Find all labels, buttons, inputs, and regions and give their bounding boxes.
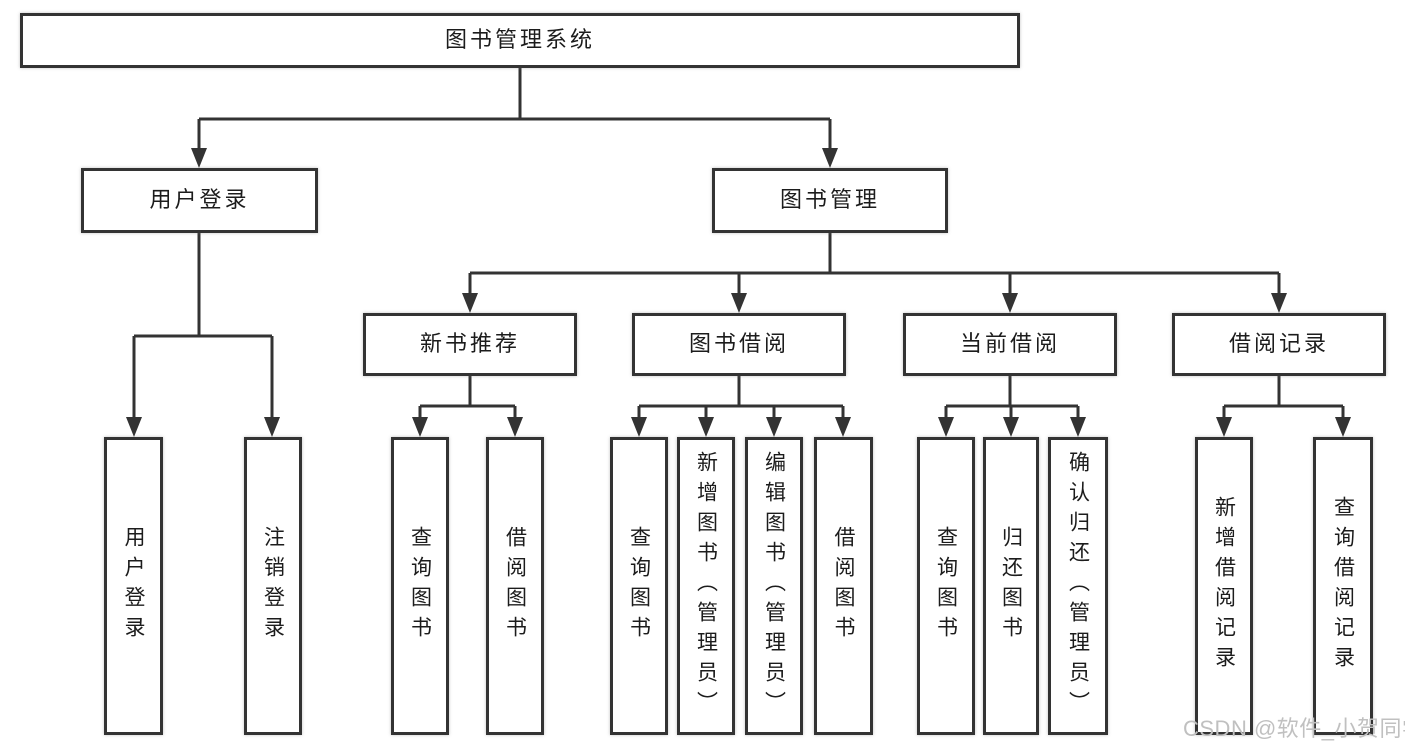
node-leaf-query-books-recommend: 查询图书	[391, 437, 449, 735]
node-book-management: 图书管理	[712, 168, 948, 233]
node-leaf-edit-book-admin: 编辑图书（管理员）	[745, 437, 803, 735]
node-leaf-query-borrow-record: 查询借阅记录	[1313, 437, 1373, 735]
node-user-login-branch: 用户登录	[81, 168, 318, 233]
node-leaf-user-login: 用户登录	[104, 437, 163, 735]
node-leaf-logout: 注销登录	[244, 437, 302, 735]
node-leaf-borrow-books-recommend: 借阅图书	[486, 437, 544, 735]
node-current-borrowing: 当前借阅	[903, 313, 1117, 376]
node-leaf-query-books-borrow: 查询图书	[610, 437, 668, 735]
node-leaf-query-books-current: 查询图书	[917, 437, 975, 735]
watermark: CSDN @软件_小贺同学	[1183, 716, 1405, 741]
node-book-borrowing: 图书借阅	[632, 313, 846, 376]
node-leaf-add-book-admin: 新增图书（管理员）	[677, 437, 735, 735]
node-leaf-return-books: 归还图书	[983, 437, 1039, 735]
node-leaf-confirm-return-admin: 确认归还（管理员）	[1048, 437, 1108, 735]
node-leaf-borrow-books: 借阅图书	[814, 437, 873, 735]
node-new-book-recommend: 新书推荐	[363, 313, 577, 376]
node-leaf-add-borrow-record: 新增借阅记录	[1195, 437, 1253, 735]
node-library-system: 图书管理系统	[20, 13, 1020, 68]
node-borrowing-records: 借阅记录	[1172, 313, 1386, 376]
